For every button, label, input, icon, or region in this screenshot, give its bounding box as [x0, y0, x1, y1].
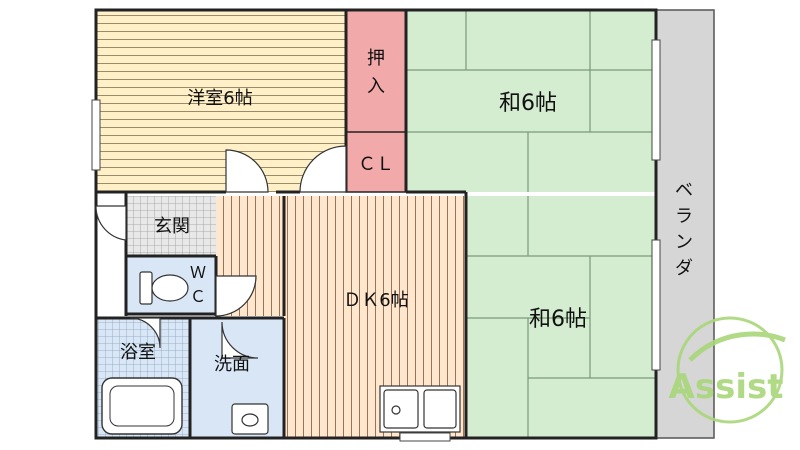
- japanese-room-bottom: [466, 196, 656, 438]
- sink-icon: [231, 403, 269, 435]
- windows: [91, 39, 661, 442]
- closet-cl: [346, 132, 406, 192]
- wc-label-1: Ｗ: [190, 263, 206, 282]
- bath-label: 浴室: [120, 342, 156, 363]
- toilet-icon: [139, 271, 189, 305]
- closet: [346, 10, 406, 132]
- wc-label-2: Ｃ: [190, 287, 206, 306]
- veranda-label-3: ン: [675, 232, 693, 253]
- veranda-label-2: ラ: [675, 206, 693, 227]
- veranda: [655, 9, 715, 439]
- western-room-label: 洋室6帖: [187, 88, 252, 109]
- japanese-room-top: [406, 10, 656, 192]
- western-room: [96, 10, 346, 192]
- veranda-label-4: ダ: [675, 258, 693, 279]
- kitchen-counter-icon: [379, 385, 461, 433]
- closet-label-1: 押: [367, 48, 385, 69]
- japanese-room-top-label: 和6帖: [499, 91, 557, 116]
- walls: [94, 8, 658, 440]
- assist-logo: Assist: [669, 316, 786, 424]
- closet-label-2: 入: [367, 76, 385, 97]
- bathtub-icon: [101, 377, 183, 435]
- japanese-room-bottom-label: 和6帖: [529, 307, 587, 332]
- dk-room-label: ＤＫ6帖: [343, 290, 408, 311]
- washroom-label: 洗面: [214, 354, 250, 375]
- door-swings: [95, 145, 347, 359]
- entrance-label: 玄関: [154, 216, 190, 237]
- entrance: [126, 196, 216, 256]
- closet-cl-label: ＣＬ: [358, 154, 394, 175]
- veranda-label-1: ベ: [675, 180, 693, 201]
- svg-text:Assist: Assist: [669, 367, 784, 407]
